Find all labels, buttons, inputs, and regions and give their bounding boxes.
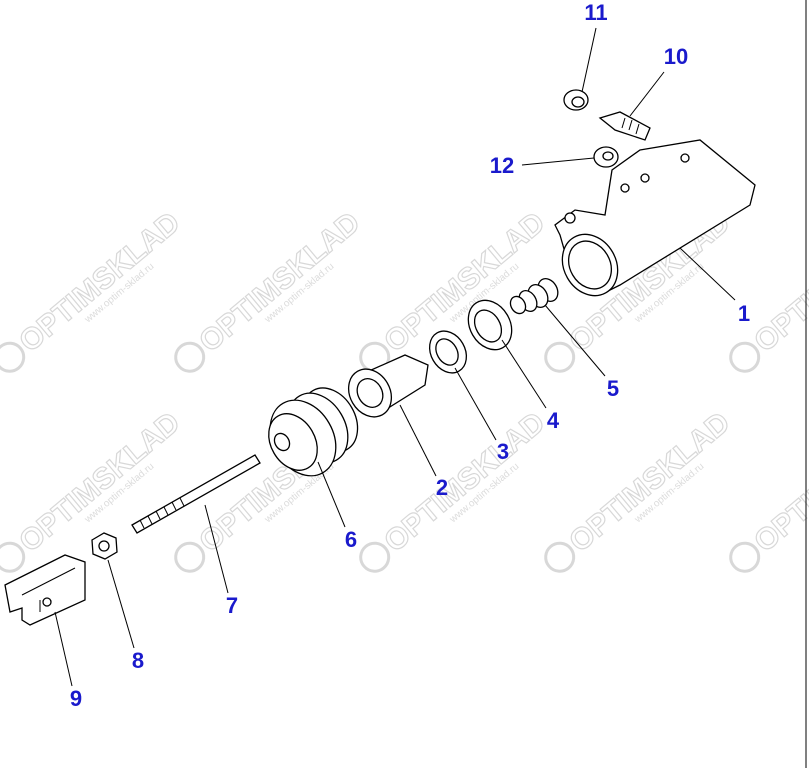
part-spring — [509, 278, 559, 315]
svg-text:OPTIMSKLAD: OPTIMSKLAD — [748, 206, 809, 359]
callout-7: 7 — [226, 593, 238, 618]
part-bushing — [593, 146, 619, 168]
callout-5: 5 — [607, 376, 619, 401]
svg-text:OPTIMSKLAD: OPTIMSKLAD — [378, 406, 551, 559]
svg-text:OPTIMSKLAD: OPTIMSKLAD — [378, 206, 551, 359]
part-cup-seal-primary — [467, 299, 513, 351]
part-cap — [563, 89, 589, 111]
leader-lines — [54, 27, 736, 687]
part-cylinder-body — [554, 139, 756, 297]
svg-text:OPTIMSKLAD: OPTIMSKLAD — [748, 406, 809, 559]
part-piston — [347, 354, 429, 418]
callout-9: 9 — [70, 686, 82, 711]
callout-4: 4 — [547, 408, 560, 433]
callout-6: 6 — [345, 527, 357, 552]
part-nut — [91, 532, 118, 560]
callout-3: 3 — [497, 439, 509, 464]
callout-10: 10 — [664, 44, 688, 69]
callout-12: 12 — [490, 153, 514, 178]
callout-11: 11 — [584, 0, 607, 25]
part-bleeder-screw — [598, 111, 651, 141]
callout-8: 8 — [132, 648, 144, 673]
part-cup-seal — [428, 330, 468, 374]
svg-text:OPTIMSKLAD: OPTIMSKLAD — [13, 206, 186, 359]
svg-text:OPTIMSKLAD: OPTIMSKLAD — [563, 406, 736, 559]
svg-text:OPTIMSKLAD: OPTIMSKLAD — [193, 206, 366, 359]
callout-1: 1 — [738, 301, 750, 326]
callout-2: 2 — [436, 475, 448, 500]
part-dust-boot — [268, 387, 359, 477]
part-push-rod — [131, 454, 261, 534]
part-clevis — [4, 554, 86, 626]
